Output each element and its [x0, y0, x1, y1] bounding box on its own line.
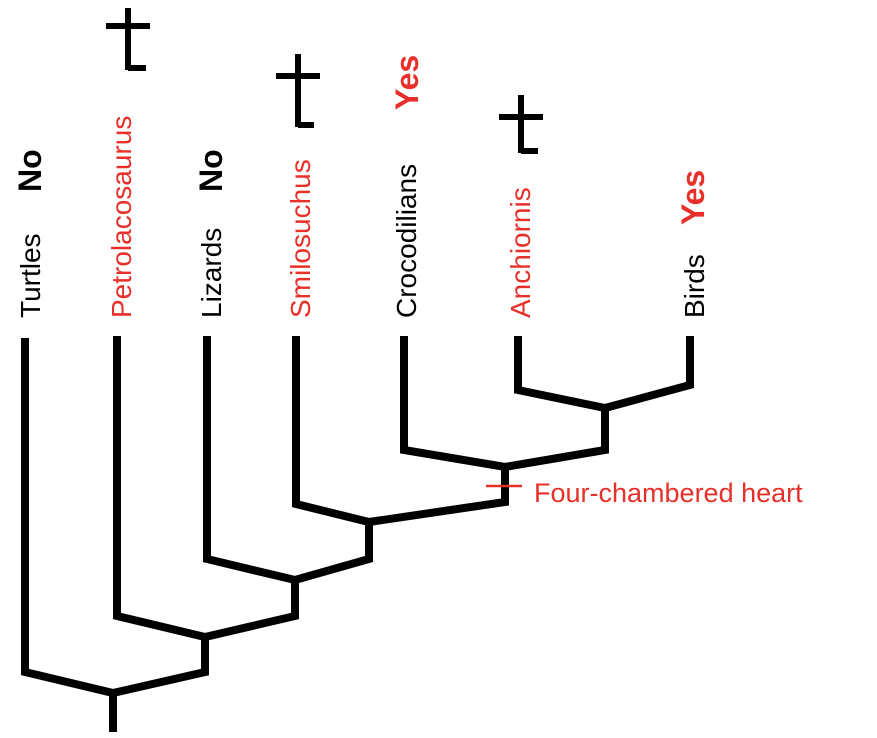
taxon-label-crocodilians: Crocodilians: [391, 164, 422, 318]
branch-anchiornis: [514, 336, 694, 413]
dagger-icon: [106, 8, 150, 71]
branch-petrolacosaurus: [113, 336, 299, 642]
taxon-label-lizards: Lizards: [196, 228, 227, 318]
taxon-label-petrolacosaurus: Petrolacosaurus: [106, 116, 137, 318]
dagger-icon: [499, 95, 543, 154]
taxon-label-smilosuchus: Smilosuchus: [285, 159, 316, 318]
answer-birds: Yes: [675, 170, 711, 225]
taxon-label-birds: Birds: [679, 254, 710, 318]
answer-crocodilians: Yes: [389, 55, 425, 110]
tree-branches: [21, 336, 694, 732]
taxon-label-anchiornis: Anchiornis: [505, 187, 536, 318]
trait-label: Four-chambered heart: [534, 478, 803, 508]
answer-turtles: No: [12, 149, 48, 192]
branch-smilosuchus: [292, 336, 509, 527]
extinct-daggers: [106, 8, 543, 154]
taxon-label-turtles: Turtles: [15, 233, 46, 318]
answer-lizards: No: [193, 149, 229, 192]
branch-lizards: [203, 336, 373, 585]
dagger-icon: [276, 54, 320, 128]
branch-crocodilians: [400, 336, 609, 472]
